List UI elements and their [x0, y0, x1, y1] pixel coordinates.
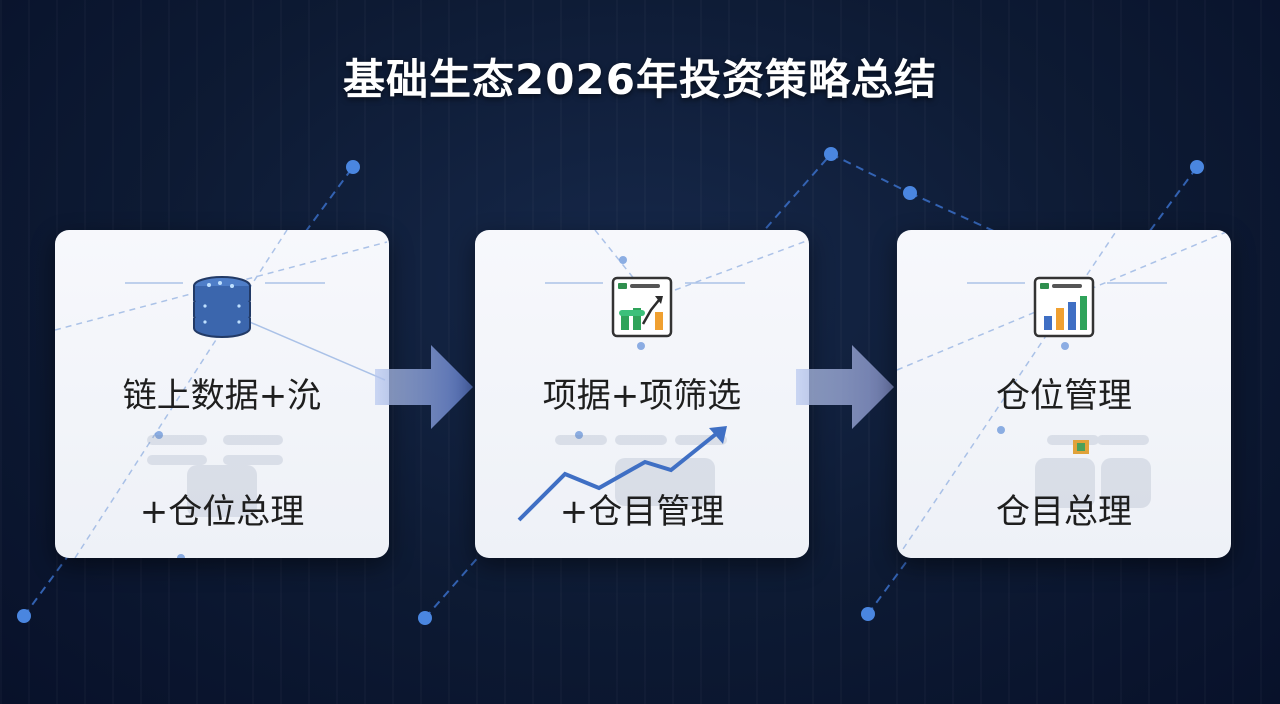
step-3-title: 仓位管理	[996, 376, 1132, 416]
step-card-3: 仓位管理 仓目总理	[897, 230, 1231, 558]
step-1-subtitle: +仓位总理	[139, 492, 305, 532]
chart-board-icon	[611, 276, 673, 338]
step-1-title: 链上数据+沇	[122, 376, 322, 416]
step-2-title: 项据+项筛选	[542, 376, 742, 416]
flow-arrow-2	[796, 345, 894, 429]
card-background-graphics	[55, 230, 388, 558]
bar-chart-icon	[1033, 276, 1095, 338]
step-3-subtitle: 仓目总理	[996, 492, 1132, 532]
step-card-1: 链上数据+沇 +仓位总理	[55, 230, 389, 558]
database-icon	[193, 276, 251, 338]
flow-arrow-1	[375, 345, 473, 429]
page-title: 基础生态2026年投资策略总结	[343, 55, 937, 104]
card-background-graphics	[517, 230, 809, 522]
step-card-2: 项据+项筛选 +仓目管理	[475, 230, 809, 558]
step-2-subtitle: +仓目管理	[559, 492, 725, 532]
